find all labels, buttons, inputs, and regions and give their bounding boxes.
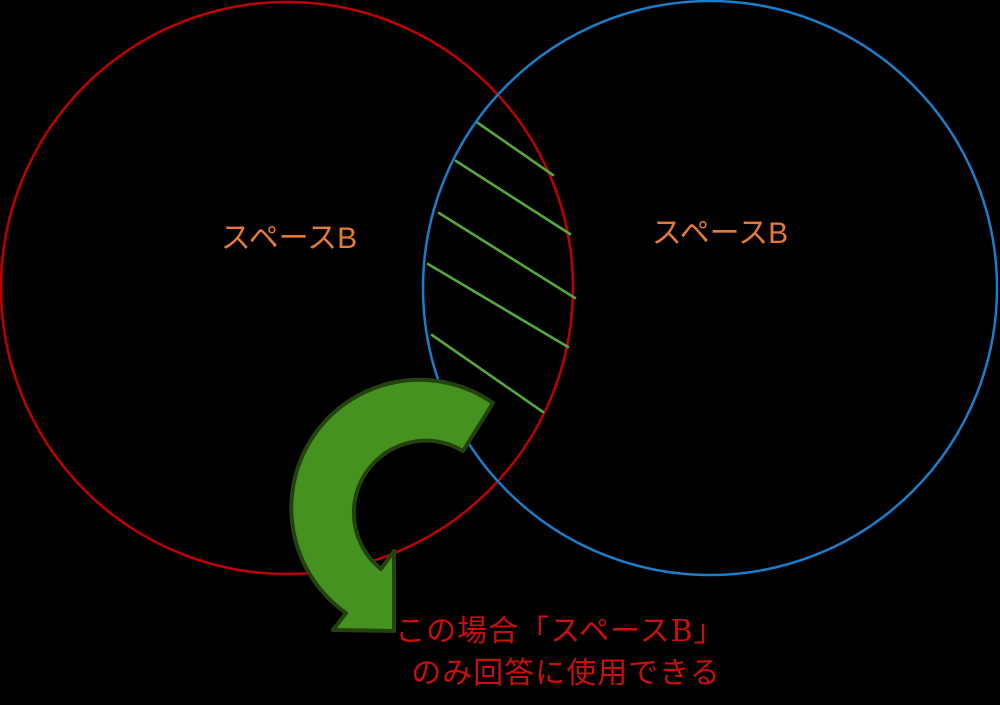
caption-line-2: のみ回答に使用できる [411, 656, 720, 691]
hatch-line [437, 211, 577, 300]
left-circle-label: スペースB [221, 222, 357, 255]
hatch-line [426, 262, 570, 349]
intersection-hatching [426, 121, 577, 414]
right-circle [421, 0, 999, 577]
hatch-line [476, 121, 555, 177]
hatch-line [454, 159, 572, 236]
right-circle-label: スペースB [652, 217, 788, 250]
caption-line-1: この場合「スペースB」 [395, 614, 724, 649]
left-circle [0, 0, 575, 576]
hatch-line [430, 333, 545, 414]
curved-arrow [289, 377, 495, 633]
